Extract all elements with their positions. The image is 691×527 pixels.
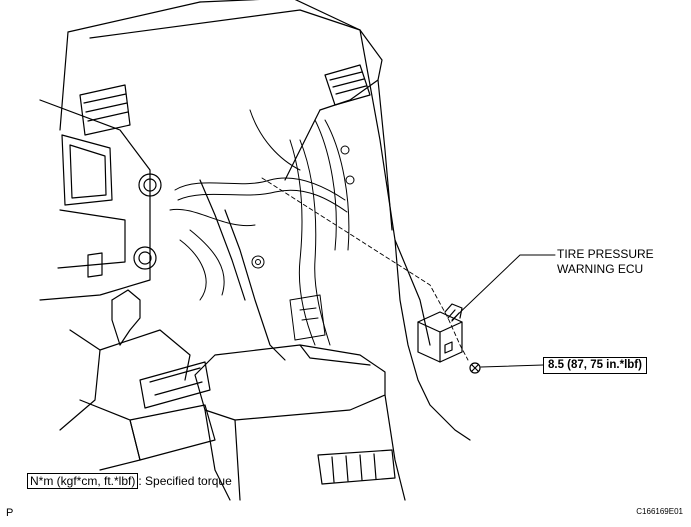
air-vent-center — [79, 84, 131, 136]
a-pillar — [199, 179, 431, 361]
center-panel — [39, 99, 162, 301]
torque-spec-label: 8.5 (87, 75 in.*lbf) — [543, 357, 647, 374]
ecu-label-line1: TIRE PRESSURE — [557, 247, 654, 261]
gear-shifter — [59, 289, 191, 431]
armrest — [194, 344, 406, 501]
page-letter: P — [6, 507, 14, 519]
bolt — [469, 362, 481, 374]
ecu-label-line2: WARNING ECU — [557, 262, 644, 276]
torque-legend: N*m (kgf*cm, ft.*lbf): Specified torque — [27, 473, 232, 489]
figure-code: C166169E01 — [636, 507, 683, 516]
leader-lines — [451, 254, 556, 368]
install-guide-line — [261, 177, 469, 361]
air-vent-right — [324, 64, 371, 106]
dashboard-outline — [59, 0, 471, 441]
rear-console-vent — [317, 449, 396, 485]
wire-harness — [169, 109, 355, 346]
ecu-label: TIRE PRESSURE WARNING ECU — [557, 247, 654, 277]
lower-console — [79, 361, 216, 471]
tire-pressure-warning-ecu — [417, 303, 463, 363]
torque-unit-box: N*m (kgf*cm, ft.*lbf) — [27, 473, 139, 489]
torque-legend-description: : Specified torque — [138, 474, 232, 488]
